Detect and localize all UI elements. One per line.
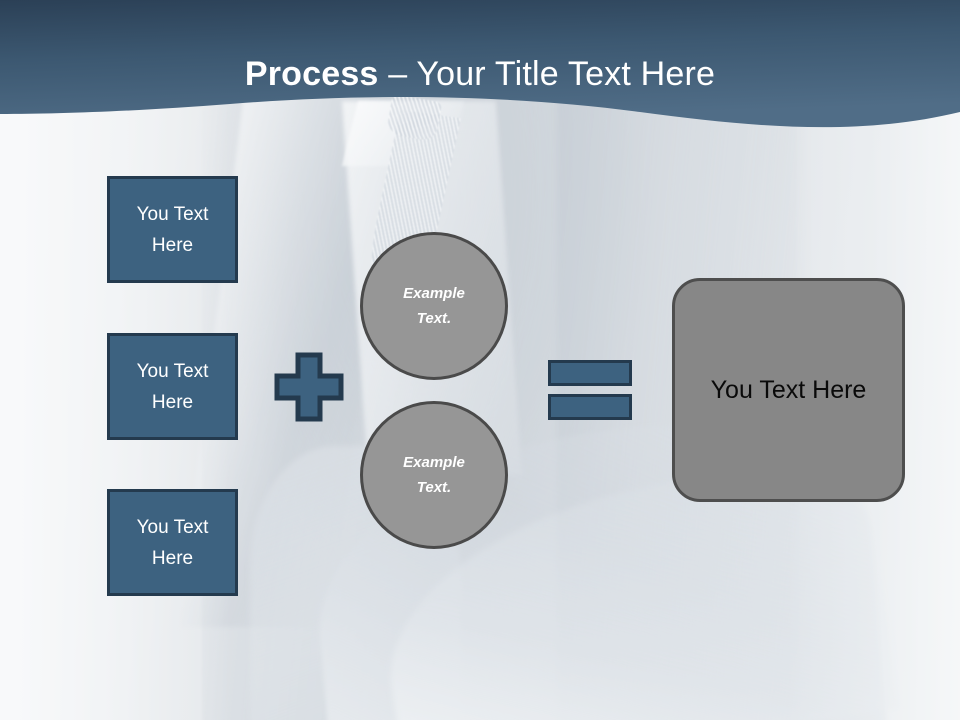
example-circle-2-line1: Example — [403, 454, 465, 471]
page-title-rest: – Your Title Text Here — [378, 55, 716, 93]
example-circle-1-line2: Text. — [416, 310, 452, 327]
input-box-1-line2: Here — [151, 234, 194, 256]
equals-bar-top — [548, 360, 632, 386]
input-box-3-line1: You Text — [136, 516, 209, 538]
plus-icon — [274, 352, 344, 422]
example-circle-1-line1: Example — [403, 285, 465, 302]
example-circle-2-line2: Text. — [416, 479, 452, 496]
input-box-1-line1: You Text — [136, 203, 209, 225]
equals-bar-bottom — [548, 394, 632, 420]
input-box-2-line2: Here — [151, 391, 194, 413]
equals-icon — [548, 360, 632, 420]
result-box[interactable]: You Text Here — [672, 278, 905, 502]
title-banner: Process – Your Title Text Here — [0, 0, 960, 150]
input-box-2-line1: You Text — [136, 360, 209, 382]
page-title-strong: Process — [244, 55, 379, 93]
input-box-3-line2: Here — [151, 547, 194, 569]
result-box-label: You Text Here — [710, 375, 867, 404]
page-title: Process – Your Title Text Here — [0, 52, 960, 96]
